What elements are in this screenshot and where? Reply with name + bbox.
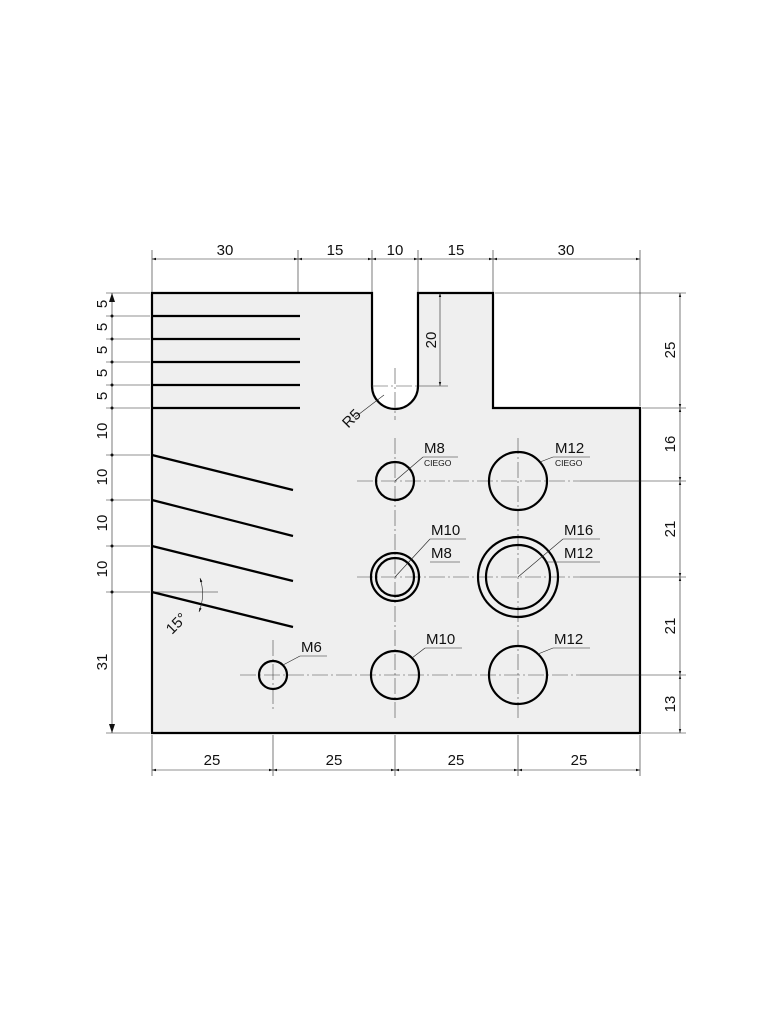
- incl-line-4: [151, 590, 294, 629]
- label-m10-outer: M10: [431, 522, 460, 539]
- hole-m6: [257, 659, 289, 691]
- incl-line-1: [151, 453, 294, 492]
- dim-left-9: 10: [94, 561, 111, 578]
- hole-m10: [369, 649, 421, 701]
- dim-bottom-3: 25: [448, 752, 465, 769]
- dim-left-2: 5: [94, 323, 111, 331]
- label-m16-outer: M16: [564, 522, 593, 539]
- dim-left-6: 10: [94, 423, 111, 440]
- holes: [257, 450, 560, 706]
- dim-right-1: 25: [662, 342, 679, 359]
- incl-line-2: [151, 498, 294, 538]
- dim-right-3: 21: [662, 521, 679, 538]
- hole-m16-outer: [476, 535, 560, 619]
- dim-left-4: 5: [94, 369, 111, 377]
- hole-m12-inner: [484, 543, 552, 611]
- label-m8-inner: M8: [431, 545, 452, 562]
- dim-left-1: 5: [94, 300, 111, 308]
- hole-labels: M8 CIEGO M12 CIEGO M10 M8 M16 M12 M6 M10…: [282, 440, 600, 666]
- label-m12-blind: M12: [555, 440, 584, 457]
- label-m12-inner: M12: [564, 545, 593, 562]
- hole-m12-blind: [487, 450, 549, 512]
- slot-depth-label: 20: [423, 332, 440, 349]
- label-m12: M12: [554, 631, 583, 648]
- right-dimensions: 25 16 21 21 13: [495, 292, 686, 734]
- label-m12-ciego: CIEGO: [555, 458, 583, 468]
- dim-top-3: 10: [387, 242, 404, 259]
- label-m8-ciego: CIEGO: [424, 458, 452, 468]
- horizontal-lines: [152, 314, 300, 410]
- top-dimensions: 30 15 10 15 30: [151, 242, 641, 406]
- dim-top-4: 15: [448, 242, 465, 259]
- dim-left-10: 31: [94, 654, 111, 671]
- label-m6: M6: [301, 639, 322, 656]
- dim-left-5: 5: [94, 392, 111, 400]
- dim-top-2: 15: [327, 242, 344, 259]
- bottom-dimensions: 25 25 25 25: [151, 735, 641, 776]
- dim-right-2: 16: [662, 436, 679, 453]
- hole-m8-blind: [374, 460, 416, 502]
- hole-m8-inner: [374, 556, 416, 598]
- label-m8-blind: M8: [424, 440, 445, 457]
- hole-m10-outer: [369, 551, 421, 603]
- hole-m12: [487, 644, 549, 706]
- dim-left-3: 5: [94, 346, 111, 354]
- part-outline: [150, 291, 642, 735]
- dim-bottom-2: 25: [326, 752, 343, 769]
- dim-right-4: 21: [662, 618, 679, 635]
- dim-top-5: 30: [558, 242, 575, 259]
- hole-centerlines: [240, 438, 580, 720]
- dim-right-5: 13: [662, 696, 679, 713]
- left-dimensions: 5 5 5 5 5 10 10 10 10 31: [94, 292, 150, 734]
- inclined-lines: [151, 453, 294, 629]
- dim-top-1: 30: [217, 242, 234, 259]
- dim-left-7: 10: [94, 469, 111, 486]
- dim-bottom-1: 25: [204, 752, 221, 769]
- dim-left-8: 10: [94, 515, 111, 532]
- incl-line-3: [151, 544, 294, 583]
- label-m10: M10: [426, 631, 455, 648]
- dim-bottom-4: 25: [571, 752, 588, 769]
